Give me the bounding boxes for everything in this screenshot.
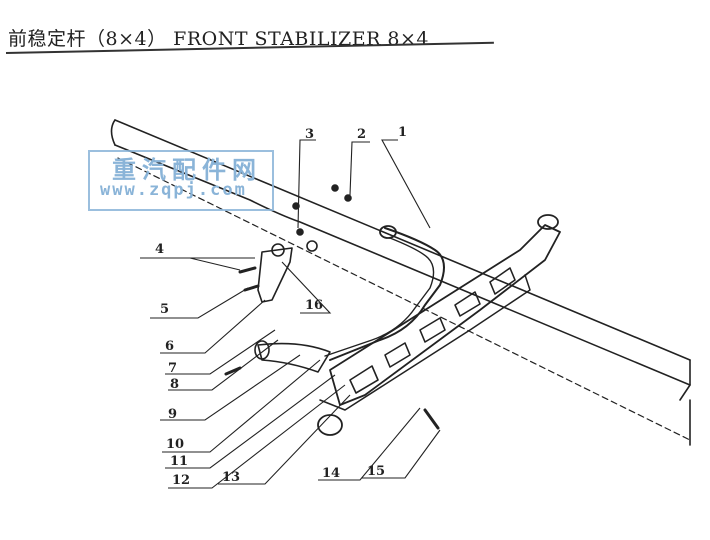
leader-2 <box>349 141 370 196</box>
callout-15: 15 <box>367 464 385 479</box>
bracket-detail-5 <box>349 365 379 394</box>
rear-eye <box>317 414 343 436</box>
leader-7 <box>165 329 276 375</box>
dot-2b <box>331 184 339 192</box>
callout-9: 9 <box>168 407 177 422</box>
bracket-detail-1 <box>419 317 446 343</box>
spring-bracket-lower <box>319 274 531 411</box>
frame-rail-top-edge <box>114 119 691 361</box>
watermark-frame <box>88 150 274 211</box>
leader-10 <box>162 359 321 453</box>
bolt-5 <box>243 284 260 292</box>
dot-3 <box>296 228 304 236</box>
lower-clamp <box>257 342 331 373</box>
bracket-detail-2 <box>454 291 481 317</box>
bracket-detail-3 <box>489 267 516 295</box>
clamp-end <box>254 340 270 360</box>
leader-12 <box>168 384 346 489</box>
link-pivot <box>306 240 318 252</box>
leader-15 <box>362 429 441 479</box>
leader-13 <box>218 394 351 485</box>
spring-bracket-upper <box>329 224 561 406</box>
dot-2 <box>344 194 352 202</box>
callout-10: 10 <box>166 437 184 452</box>
stabilizer-bar <box>329 227 445 361</box>
callout-2: 2 <box>357 127 366 142</box>
leader-9 <box>160 354 301 421</box>
bracket-detail-4 <box>384 342 411 368</box>
leader-16 <box>281 261 332 314</box>
callout-14: 14 <box>322 466 340 481</box>
frame-rail-start <box>110 119 116 146</box>
leader-14 <box>318 407 421 481</box>
leader-3 <box>297 139 316 229</box>
front-eye <box>537 214 559 230</box>
callout-13: 13 <box>222 470 240 485</box>
page-title: 前稳定杆（8×4） FRONT STABILIZER 8×4 <box>8 28 430 50</box>
callout-3: 3 <box>305 127 314 142</box>
bolt-8 <box>224 366 242 376</box>
leader-11 <box>165 374 336 469</box>
callout-6: 6 <box>165 339 174 354</box>
bolt-15 <box>423 408 440 430</box>
watermark-brand: 重汽配件网 <box>112 156 262 184</box>
callout-1: 1 <box>398 125 407 140</box>
watermark-url: www.zqpj.com <box>100 180 247 200</box>
callout-12: 12 <box>172 473 190 488</box>
bolt-4 <box>238 266 257 274</box>
bar-end-bushing <box>379 225 397 239</box>
leader-6 <box>160 299 266 354</box>
leader-8 <box>168 339 279 391</box>
callout-7: 7 <box>168 361 177 376</box>
frame-rail-centerline <box>117 157 691 441</box>
frame-rail-end <box>679 359 691 446</box>
leader-5 <box>150 287 249 319</box>
callout-5: 5 <box>160 302 169 317</box>
link-rod <box>257 247 293 303</box>
leader-4 <box>140 257 255 271</box>
leader-1 <box>381 139 431 229</box>
frame-rail-bottom-edge <box>114 144 691 386</box>
callout-4: 4 <box>155 242 164 257</box>
callout-8: 8 <box>170 377 179 392</box>
callout-16: 16 <box>305 298 323 313</box>
link-top-eye <box>271 243 285 257</box>
callout-11: 11 <box>170 454 188 469</box>
